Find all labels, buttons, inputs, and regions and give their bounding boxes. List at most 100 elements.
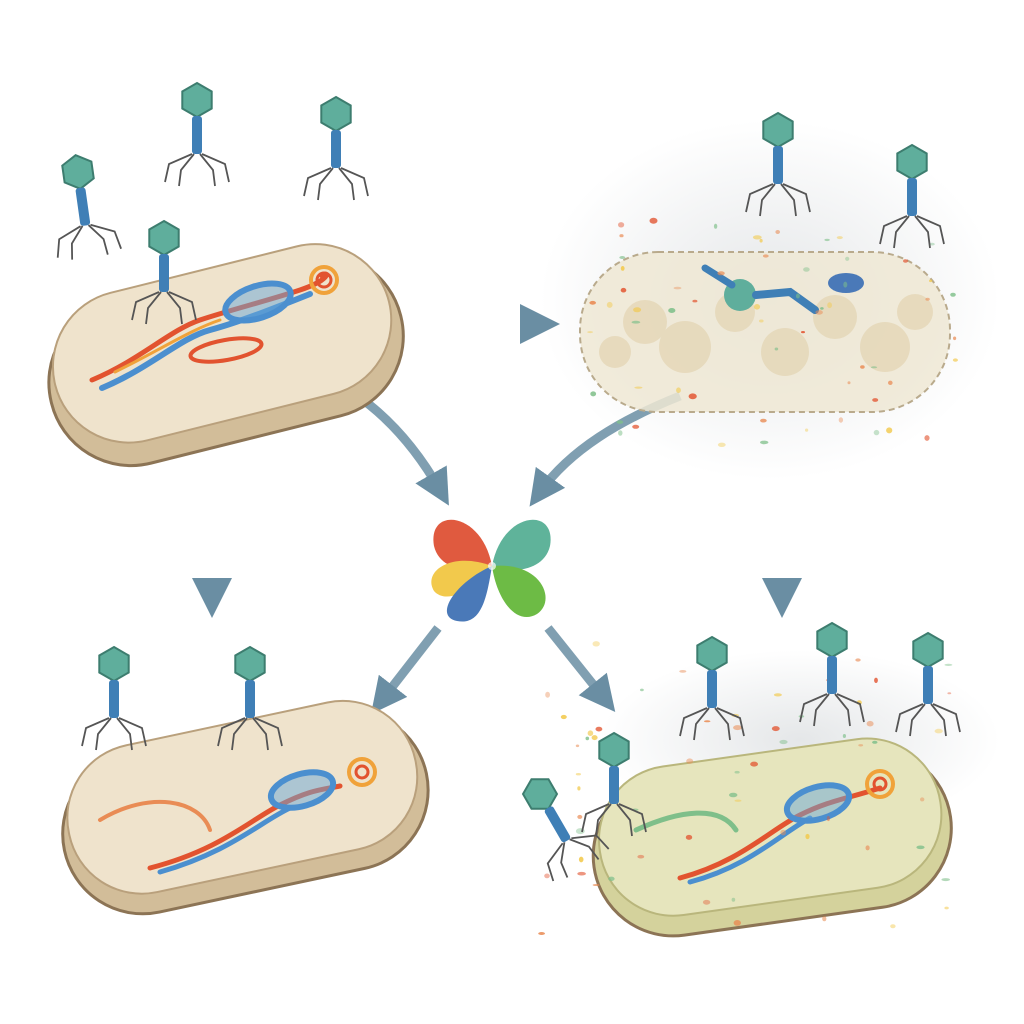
debris-particle — [780, 829, 786, 836]
debris-particle — [595, 726, 603, 732]
debris-particle — [634, 386, 643, 389]
bacteriophage-icon — [879, 143, 945, 249]
debris-particle — [759, 238, 763, 243]
debris-particle — [779, 739, 788, 745]
debris-particle — [795, 293, 800, 299]
debris-particle — [805, 833, 810, 840]
debris-particle — [920, 797, 925, 802]
debris-particle — [578, 856, 584, 863]
debris-particle — [702, 899, 711, 905]
debris-particle — [632, 424, 640, 429]
debris-particle — [944, 663, 953, 667]
dna-strand-icon — [89, 271, 329, 391]
debris-particle — [620, 287, 627, 293]
debris-particle — [888, 380, 893, 385]
bacteriophage-icon — [581, 731, 647, 837]
debris-particle — [916, 845, 925, 850]
debris-particle — [847, 381, 851, 385]
debris-particle — [686, 758, 694, 764]
debris-particle — [577, 814, 583, 819]
debris-particle — [713, 223, 718, 229]
debris-particle — [762, 254, 769, 258]
debris-particle — [538, 932, 545, 935]
debris-particle — [589, 300, 596, 305]
debris-particle — [560, 714, 567, 720]
debris-particle — [608, 876, 615, 881]
debris-particle — [733, 920, 741, 926]
debris-particle — [872, 398, 879, 402]
debris-particle — [903, 259, 908, 263]
debris-particle — [858, 744, 864, 747]
debris-particle — [843, 281, 848, 288]
debris-particle — [545, 691, 550, 698]
arrow-icon — [370, 625, 442, 715]
debris-particle — [592, 884, 600, 886]
debris-particle — [668, 308, 676, 313]
debris-particle — [827, 302, 832, 309]
debris-particle — [826, 815, 831, 822]
debris-particle — [577, 871, 586, 876]
debris-particle — [679, 670, 687, 673]
debris-particle — [585, 736, 590, 741]
debris-particle — [619, 256, 626, 259]
debris-particle — [775, 230, 780, 234]
debris-particle — [618, 430, 623, 436]
debris-particle — [872, 740, 878, 744]
debris-particle — [752, 235, 762, 240]
debris-particle — [947, 692, 952, 695]
debris-particle — [805, 428, 809, 432]
bacteriophage-icon — [303, 95, 369, 201]
debris-particle — [750, 761, 758, 767]
released-dna-icon — [701, 264, 864, 314]
debris-particle — [733, 725, 742, 731]
debris-particle — [590, 391, 597, 397]
debris-particle — [619, 234, 624, 238]
plasmid-ring-icon — [188, 265, 339, 364]
debris-particle — [865, 845, 870, 851]
debris-particle — [929, 242, 935, 246]
debris-particles — [538, 217, 958, 935]
bacteriophage-icon — [679, 635, 745, 741]
debris-particle — [620, 266, 625, 271]
debris-particle — [860, 365, 865, 369]
debris-particle — [836, 236, 843, 240]
debris-particle — [731, 897, 736, 902]
debris-particle — [592, 641, 600, 647]
bacteriophage-icon — [81, 645, 147, 751]
debris-particle — [717, 442, 726, 447]
debris-particle — [801, 331, 805, 334]
debris-particle — [618, 222, 625, 228]
debris-particle — [929, 279, 933, 283]
debris-particle — [845, 256, 850, 261]
debris-particle — [587, 331, 593, 334]
debris-particle — [934, 728, 943, 734]
bacteriophage-icon — [217, 645, 283, 751]
debris-particle — [886, 427, 893, 434]
debris-particle — [760, 440, 769, 445]
lysis-fog — [540, 120, 1000, 830]
debris-particle — [953, 336, 957, 341]
debris-particle — [729, 792, 738, 798]
debris-particle — [633, 307, 642, 313]
debris-particle — [587, 730, 594, 736]
debris-particle — [616, 420, 624, 424]
bacteriophage-icon — [799, 621, 865, 727]
debris-particle — [820, 307, 824, 310]
debris-particle — [703, 720, 711, 723]
debris-particle — [774, 347, 779, 351]
debris-particle — [606, 301, 613, 308]
debris-particle — [924, 435, 930, 441]
debris-particle — [822, 916, 827, 922]
debris-particle — [640, 688, 644, 692]
debris-particle — [692, 299, 698, 303]
debris-particle — [866, 720, 874, 727]
debris-particle — [874, 677, 878, 683]
bacteriophage-icon — [745, 111, 811, 217]
debris-particle — [760, 418, 767, 423]
debris-particle — [673, 286, 682, 290]
pinwheel-logo-icon — [431, 519, 551, 622]
debris-particle — [577, 786, 581, 791]
debris-particle — [944, 906, 949, 910]
bacteriophage-icon — [895, 631, 961, 737]
